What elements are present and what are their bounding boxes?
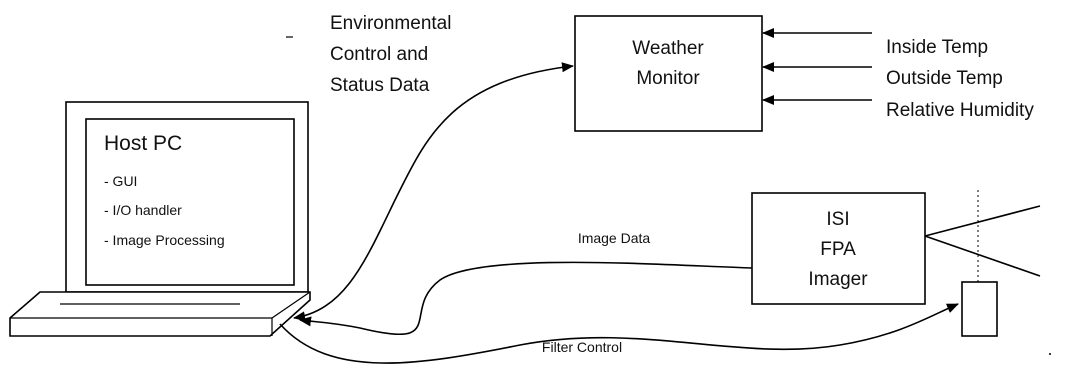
env-data-link	[293, 62, 574, 322]
inside-temp-label: Inside Temp	[886, 37, 988, 58]
laptop-screen-inner	[85, 118, 295, 286]
weather-monitor-box	[574, 15, 763, 132]
fov-upper-line	[924, 205, 1041, 237]
filter-control-label: Filter Control	[542, 339, 622, 355]
host-pc-item-gui: - GUI	[104, 173, 137, 189]
host-pc-item-io: - I/O handler	[104, 202, 182, 218]
imager-line1: ISI	[826, 209, 849, 230]
env-label-line1: Environmental	[330, 13, 451, 34]
outside-temp-label: Outside Temp	[886, 68, 1003, 89]
filter-box	[961, 281, 998, 337]
laptop-icon	[9, 101, 311, 337]
imager-line3: Imager	[808, 269, 868, 290]
env-label-line3: Status Data	[330, 75, 430, 96]
stray-dot	[1049, 353, 1051, 355]
weather-monitor-line2: Monitor	[636, 68, 700, 89]
host-pc-item-image-processing: - Image Processing	[104, 232, 225, 248]
env-label-line2: Control and	[330, 44, 428, 65]
imager-box	[751, 192, 926, 305]
fov-lower-line	[924, 235, 1041, 277]
imager-line2: FPA	[820, 239, 856, 260]
filter-control-link	[279, 303, 959, 364]
image-data-label: Image Data	[578, 230, 651, 246]
weather-monitor-line1: Weather	[632, 38, 704, 59]
host-pc-title: Host PC	[104, 132, 182, 155]
image-data-link	[299, 261, 753, 336]
humidity-label: Relative Humidity	[886, 100, 1034, 121]
laptop-base	[9, 291, 311, 337]
